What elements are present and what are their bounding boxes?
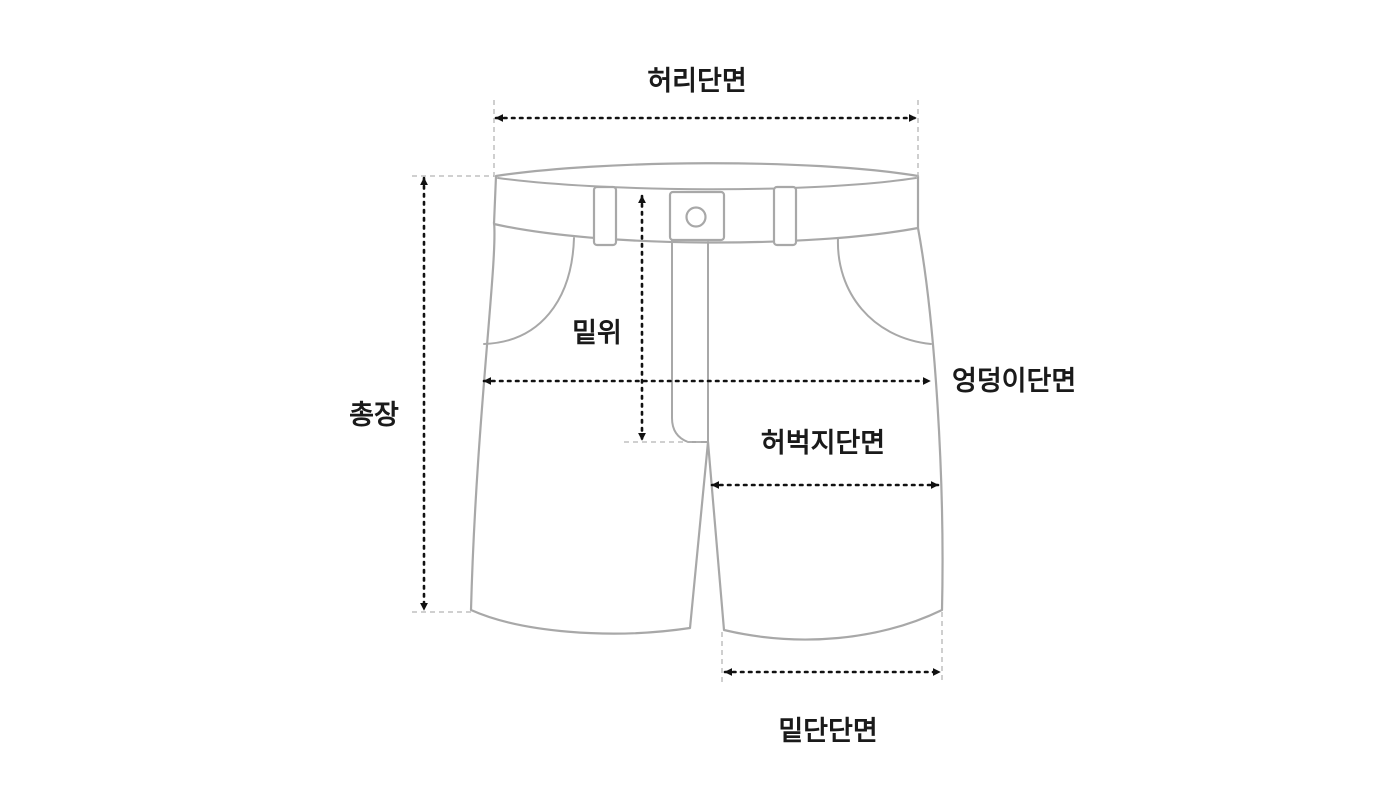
measurement-arrows <box>420 114 942 676</box>
shorts-illustration <box>469 162 944 641</box>
shorts-body <box>469 220 944 641</box>
rise-label: 밑위 <box>572 318 622 349</box>
hip-label: 엉덩이단면 <box>952 366 1076 397</box>
measurement-labels: 허리단면 밑위 엉덩이단면 총장 허벅지단면 밑단단면 <box>349 66 1076 747</box>
waistband-top-edge <box>497 177 917 191</box>
waist-label: 허리단면 <box>647 66 746 97</box>
guide-lines <box>412 100 943 684</box>
waist-button <box>685 206 707 228</box>
thigh-label: 허벅지단면 <box>761 428 885 459</box>
total-length-label: 총장 <box>349 400 399 431</box>
pocket-right <box>836 237 932 345</box>
belt-loop-right <box>772 185 798 247</box>
belt-loop-left <box>592 185 618 247</box>
pocket-left <box>483 237 575 345</box>
hem-label: 밑단단면 <box>778 716 877 747</box>
